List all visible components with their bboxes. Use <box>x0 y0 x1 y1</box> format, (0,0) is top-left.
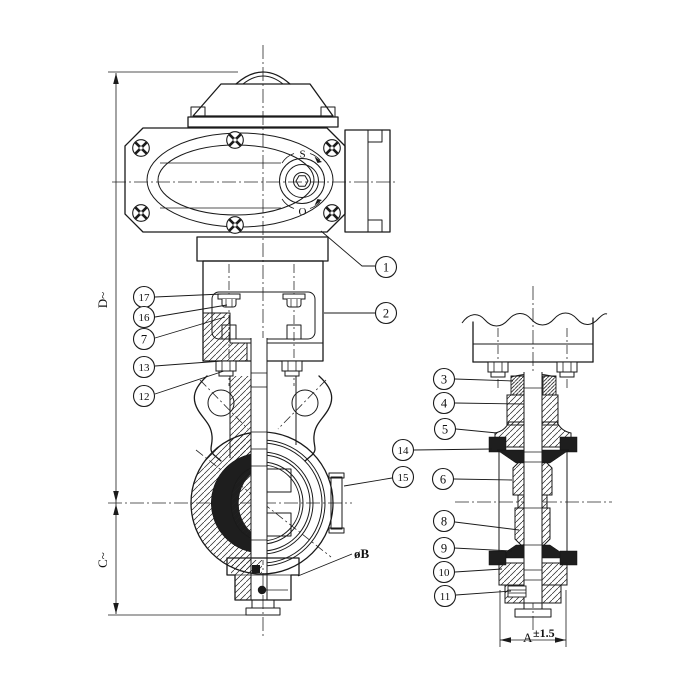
screw-icon <box>131 138 151 158</box>
neck-bolt-icon <box>281 360 303 377</box>
callout-balloon-17: 17 <box>132 285 156 309</box>
stem-pin <box>252 565 260 573</box>
screw-icon <box>322 138 342 158</box>
svg-text:8: 8 <box>441 515 447 529</box>
stem-column <box>488 372 578 618</box>
screw-icon <box>225 130 245 150</box>
bracket-bolt-icon <box>217 293 241 308</box>
disc-section <box>230 467 252 539</box>
front-view: S O <box>95 45 395 638</box>
callout-balloon-14: 14 <box>391 438 415 462</box>
bracket-bolt-icon <box>282 293 306 308</box>
callout-balloon-11: 11 <box>433 584 457 608</box>
svg-text:7: 7 <box>141 333 147 347</box>
set-screw <box>257 585 267 595</box>
position-indicator-dial: S O <box>279 149 325 218</box>
dimension-width-tolerance: ±1.5 <box>533 626 555 640</box>
lug-hole <box>207 389 235 417</box>
dial-shut-label: S <box>299 149 305 161</box>
dial-open-label: O <box>299 206 307 218</box>
svg-text:6: 6 <box>440 473 446 487</box>
callout-balloon-16: 16 <box>132 305 156 329</box>
dimension-lines: D~ C~ øB <box>95 71 370 616</box>
svg-text:16: 16 <box>139 312 151 324</box>
dimension-upper-height: D~ <box>95 292 110 308</box>
callout-balloon-13: 13 <box>132 355 156 379</box>
callout-balloon-8: 8 <box>432 509 456 533</box>
svg-text:13: 13 <box>139 362 151 374</box>
callout-balloon-1: 1 <box>374 255 398 279</box>
svg-text:11: 11 <box>440 591 451 603</box>
actuator-body <box>124 127 346 233</box>
svg-text:14: 14 <box>398 445 410 457</box>
svg-text:2: 2 <box>383 307 389 321</box>
seat-rings <box>267 439 326 567</box>
mounting-plate-break <box>461 312 608 378</box>
screw-icon <box>322 203 342 223</box>
valve-body <box>190 338 345 616</box>
stem-section-view: A ±1.5 <box>455 286 612 647</box>
stem-shaft <box>523 372 543 603</box>
junction-box <box>344 129 391 233</box>
callout-balloon-7: 7 <box>132 327 156 351</box>
plate-bolt-icon <box>556 361 578 378</box>
neck-bolt-icon <box>215 360 237 377</box>
dimension-lower-height: C~ <box>95 552 110 568</box>
screw-icon <box>131 203 151 223</box>
callout-balloon-5: 5 <box>433 417 457 441</box>
plate-bolt-icon <box>487 361 509 378</box>
bottom-cap <box>245 607 281 616</box>
electric-actuator: S O <box>124 71 391 235</box>
bottom-boss <box>226 557 300 616</box>
actuator-cap <box>192 83 334 117</box>
upper-seal <box>488 436 507 453</box>
shut-arrow-icon <box>314 156 322 163</box>
screw-icon <box>225 215 245 235</box>
stem-hexagon <box>295 175 309 187</box>
svg-text:1: 1 <box>383 261 389 275</box>
svg-text:3: 3 <box>441 373 447 387</box>
stem-end-cap <box>514 608 552 618</box>
callout-balloon-10: 10 <box>432 560 456 584</box>
dimension-disc-diameter: øB <box>354 546 370 561</box>
svg-text:17: 17 <box>139 292 151 304</box>
svg-text:4: 4 <box>441 397 448 411</box>
callout-balloon-12: 12 <box>132 384 156 408</box>
mounting-bracket <box>196 236 329 377</box>
top-bushing <box>510 375 525 396</box>
svg-text:10: 10 <box>439 567 451 579</box>
svg-text:12: 12 <box>139 391 150 403</box>
callout-balloons: 1 2 17 16 7 13 12 3 4 5 14 15 6 8 9 <box>132 255 457 608</box>
side-tap <box>328 472 345 534</box>
callout-balloon-2: 2 <box>374 301 398 325</box>
gland-packing-window <box>507 585 527 598</box>
svg-text:15: 15 <box>398 472 410 484</box>
callout-balloon-4: 4 <box>432 391 456 415</box>
open-arrow-icon <box>314 199 322 206</box>
dimension-width-label: A <box>523 630 533 645</box>
callout-balloon-6: 6 <box>431 467 455 491</box>
callout-balloon-9: 9 <box>432 536 456 560</box>
actuator-dome <box>235 71 291 85</box>
lug-hole <box>291 389 319 417</box>
callout-leaders <box>154 230 525 596</box>
callout-balloon-3: 3 <box>432 367 456 391</box>
callout-balloon-15: 15 <box>391 465 415 489</box>
valve-stem <box>250 338 268 560</box>
width-dimension: A ±1.5 <box>499 590 567 647</box>
svg-text:5: 5 <box>442 423 448 437</box>
body-section-hatch <box>191 432 262 574</box>
svg-text:9: 9 <box>441 542 447 556</box>
